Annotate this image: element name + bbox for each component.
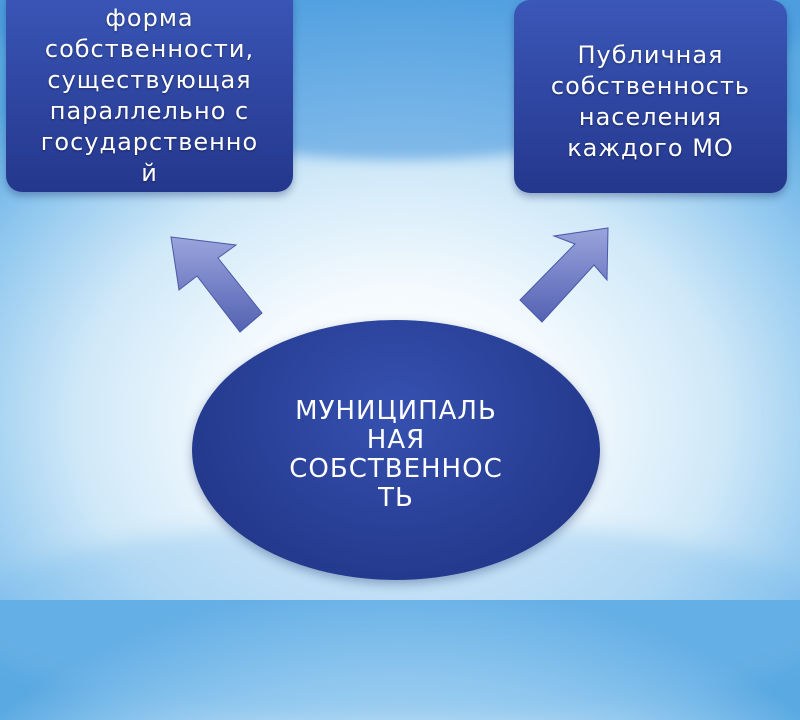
left-concept-box: Отдельная форма собственности, существую…: [6, 0, 293, 192]
right-concept-box: Публичная собственность населения каждог…: [514, 0, 787, 193]
center-concept-text: МУНИЦИПАЛЬ НАЯ СОБСТВЕННОС ТЬ: [289, 396, 503, 513]
left-box-text: Отдельная форма собственности, существую…: [40, 0, 259, 187]
arrows-layer: [170, 227, 609, 333]
center-concept-ellipse: МУНИЦИПАЛЬ НАЯ СОБСТВЕННОС ТЬ: [192, 320, 600, 580]
arrow-to-left-box: [170, 236, 263, 333]
right-box-text: Публичная собственность населения каждог…: [550, 40, 751, 162]
arrow-to-right-box: [519, 227, 609, 323]
